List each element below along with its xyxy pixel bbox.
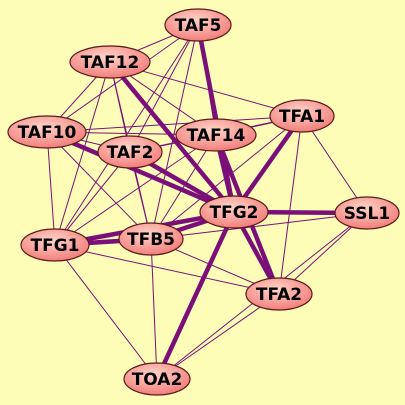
node-label: TFB5 [127,230,175,250]
node-label: TOA2 [132,370,183,390]
node-label: TAF5 [175,16,222,36]
node-label: SSL1 [344,204,390,224]
edge-taf14-tfg1 [54,134,217,246]
node-ellipse [269,99,335,133]
edge-taf10-tfb5 [46,131,152,240]
node-taf14[interactable]: TAF14 [175,118,257,152]
node-label: TFA2 [256,285,302,305]
edge-tfa1-tfb5 [150,115,303,240]
edge-taf5-taf2 [129,24,199,153]
edge-ssl1-tfb5 [150,212,368,240]
node-ellipse [164,8,232,42]
edge-tfa2-toa2 [156,293,280,380]
node-ellipse [199,195,269,229]
node-ellipse [69,45,151,79]
node-label: TAF10 [18,123,77,143]
edge-tfb5-toa2 [150,238,158,380]
node-taf5[interactable]: TAF5 [164,8,232,42]
node-ellipse [97,135,163,169]
node-tfa1[interactable]: TFA1 [269,99,335,133]
edge-taf10-tfg2 [44,129,237,215]
edge-taf10-tfg1 [46,131,56,246]
edge-taf12-tfg2 [107,59,237,215]
node-ellipse [123,362,191,396]
node-tfg1[interactable]: TFG1 [20,228,90,262]
node-ellipse [334,196,400,230]
node-label: TAF12 [81,53,140,73]
node-label: TFG2 [210,203,259,223]
edge-tfg1-tfa2 [54,244,280,295]
node-label: TFA1 [279,107,325,127]
node-tfg2[interactable]: TFG2 [199,195,269,229]
edge-tfg2-toa2 [154,209,237,382]
edge-taf5-taf14 [197,24,217,136]
node-ellipse [245,277,313,311]
node-label: TAF2 [107,143,154,163]
edge-tfa1-tfa2 [278,115,303,295]
edge-taf12-tfg1 [54,61,111,246]
edge-tfg1-toa2 [54,244,158,380]
edge-taf10-tfa1 [46,115,303,133]
node-label: TAF14 [187,126,246,146]
node-ellipse [118,222,184,256]
edge-tfa1-tfg2 [231,113,305,215]
node-taf12[interactable]: TAF12 [69,45,151,79]
edge-tfa1-ssl1 [301,115,368,214]
node-tfb5[interactable]: TFB5 [118,222,184,256]
node-taf10[interactable]: TAF10 [7,115,87,149]
node-ellipse [175,118,257,152]
edge-taf14-tfb5 [150,134,217,240]
node-ssl1[interactable]: SSL1 [334,196,400,230]
edge-taf5-taf10 [46,24,199,133]
edge-taf5-tfb5 [150,24,199,240]
node-toa2[interactable]: TOA2 [123,362,191,396]
node-ellipse [20,228,90,262]
node-ellipse [7,115,87,149]
node-label: TFG1 [31,236,80,256]
node-taf2[interactable]: TAF2 [97,135,163,169]
node-tfa2[interactable]: TFA2 [245,277,313,311]
